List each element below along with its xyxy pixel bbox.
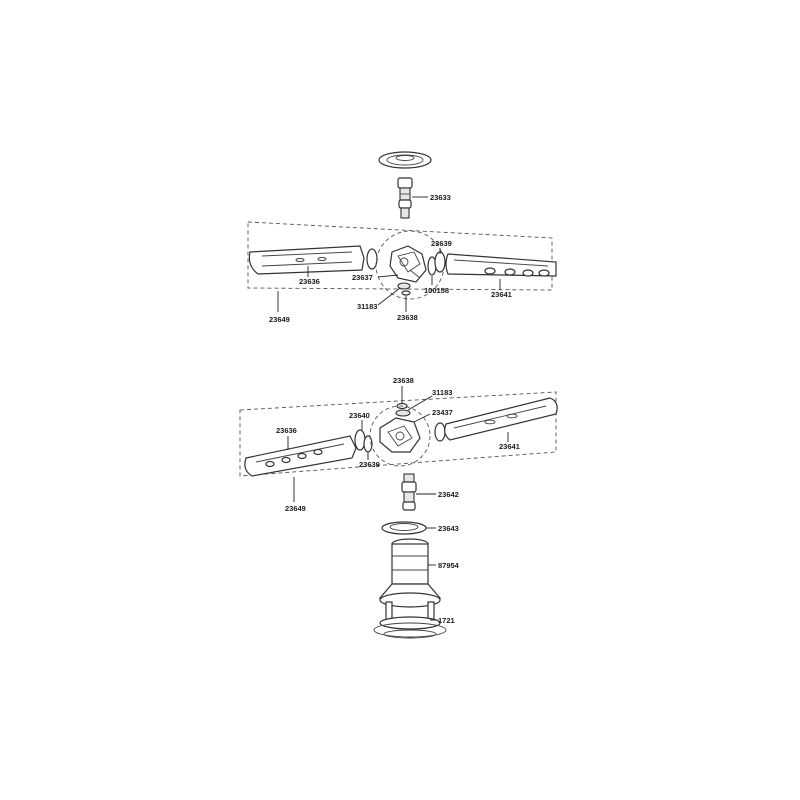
label-bottom-arm-left: 23636 bbox=[276, 426, 297, 435]
top-right-spray-arm[interactable] bbox=[445, 253, 557, 277]
bottom-assembly: 23638 31183 23640 23437 23636 23639 2364… bbox=[239, 376, 558, 639]
top-right-washer bbox=[434, 251, 446, 273]
bottom-assembly-boundary bbox=[239, 391, 557, 477]
label-bottom-column: 87954 bbox=[438, 561, 460, 570]
bottom-right-washer bbox=[434, 422, 446, 442]
bottom-washer-a bbox=[354, 429, 366, 451]
bottom-left-spray-arm[interactable] bbox=[244, 435, 357, 477]
bottom-column[interactable] bbox=[378, 538, 442, 599]
label-bottom-shaft: 23642 bbox=[438, 490, 459, 499]
bottom-central-hub[interactable] bbox=[379, 417, 421, 453]
label-top-tube: 23633 bbox=[430, 193, 451, 202]
bottom-hub-outline bbox=[369, 405, 431, 467]
bottom-drive-shaft[interactable] bbox=[401, 473, 417, 511]
top-central-hub[interactable] bbox=[389, 245, 427, 283]
label-bottom-nut: 23638 bbox=[393, 376, 414, 385]
label-top-nut: 23638 bbox=[397, 313, 418, 322]
label-bottom-arm-right: 23641 bbox=[499, 442, 520, 451]
label-bottom-base: 1721 bbox=[438, 616, 455, 625]
bottom-screw bbox=[395, 409, 411, 417]
top-assembly-boundary bbox=[247, 221, 553, 291]
label-bottom-washer-a: 23640 bbox=[349, 411, 370, 420]
label-top-arm-left: 23636 bbox=[299, 277, 320, 286]
top-left-washer bbox=[366, 248, 378, 270]
label-top-assembly: 23649 bbox=[269, 315, 290, 324]
top-assembly: 23633 23639 23636 23637 100158 23641 311… bbox=[247, 151, 557, 324]
top-left-spray-arm[interactable] bbox=[248, 245, 365, 275]
top-feed-tube[interactable] bbox=[397, 177, 413, 219]
label-top-clip: 100158 bbox=[424, 286, 449, 295]
bottom-ring bbox=[381, 521, 427, 535]
bottom-base[interactable] bbox=[373, 592, 447, 639]
label-top-arm-right: 23641 bbox=[491, 290, 512, 299]
label-bottom-screw: 31183 bbox=[432, 388, 452, 397]
label-bottom-ring: 23643 bbox=[438, 524, 459, 533]
label-bottom-assembly: 23649 bbox=[285, 504, 306, 513]
label-top-screw: 31183 bbox=[357, 302, 377, 311]
label-bottom-washer-b: 23639 bbox=[359, 460, 380, 469]
label-bottom-hub: 23437 bbox=[432, 408, 453, 417]
bottom-right-spray-arm[interactable] bbox=[444, 397, 558, 441]
top-screw bbox=[397, 282, 411, 290]
top-ring bbox=[378, 151, 432, 169]
top-nut bbox=[401, 290, 411, 296]
label-top-hub: 23637 bbox=[352, 273, 373, 282]
label-top-washer-right: 23639 bbox=[431, 239, 452, 248]
